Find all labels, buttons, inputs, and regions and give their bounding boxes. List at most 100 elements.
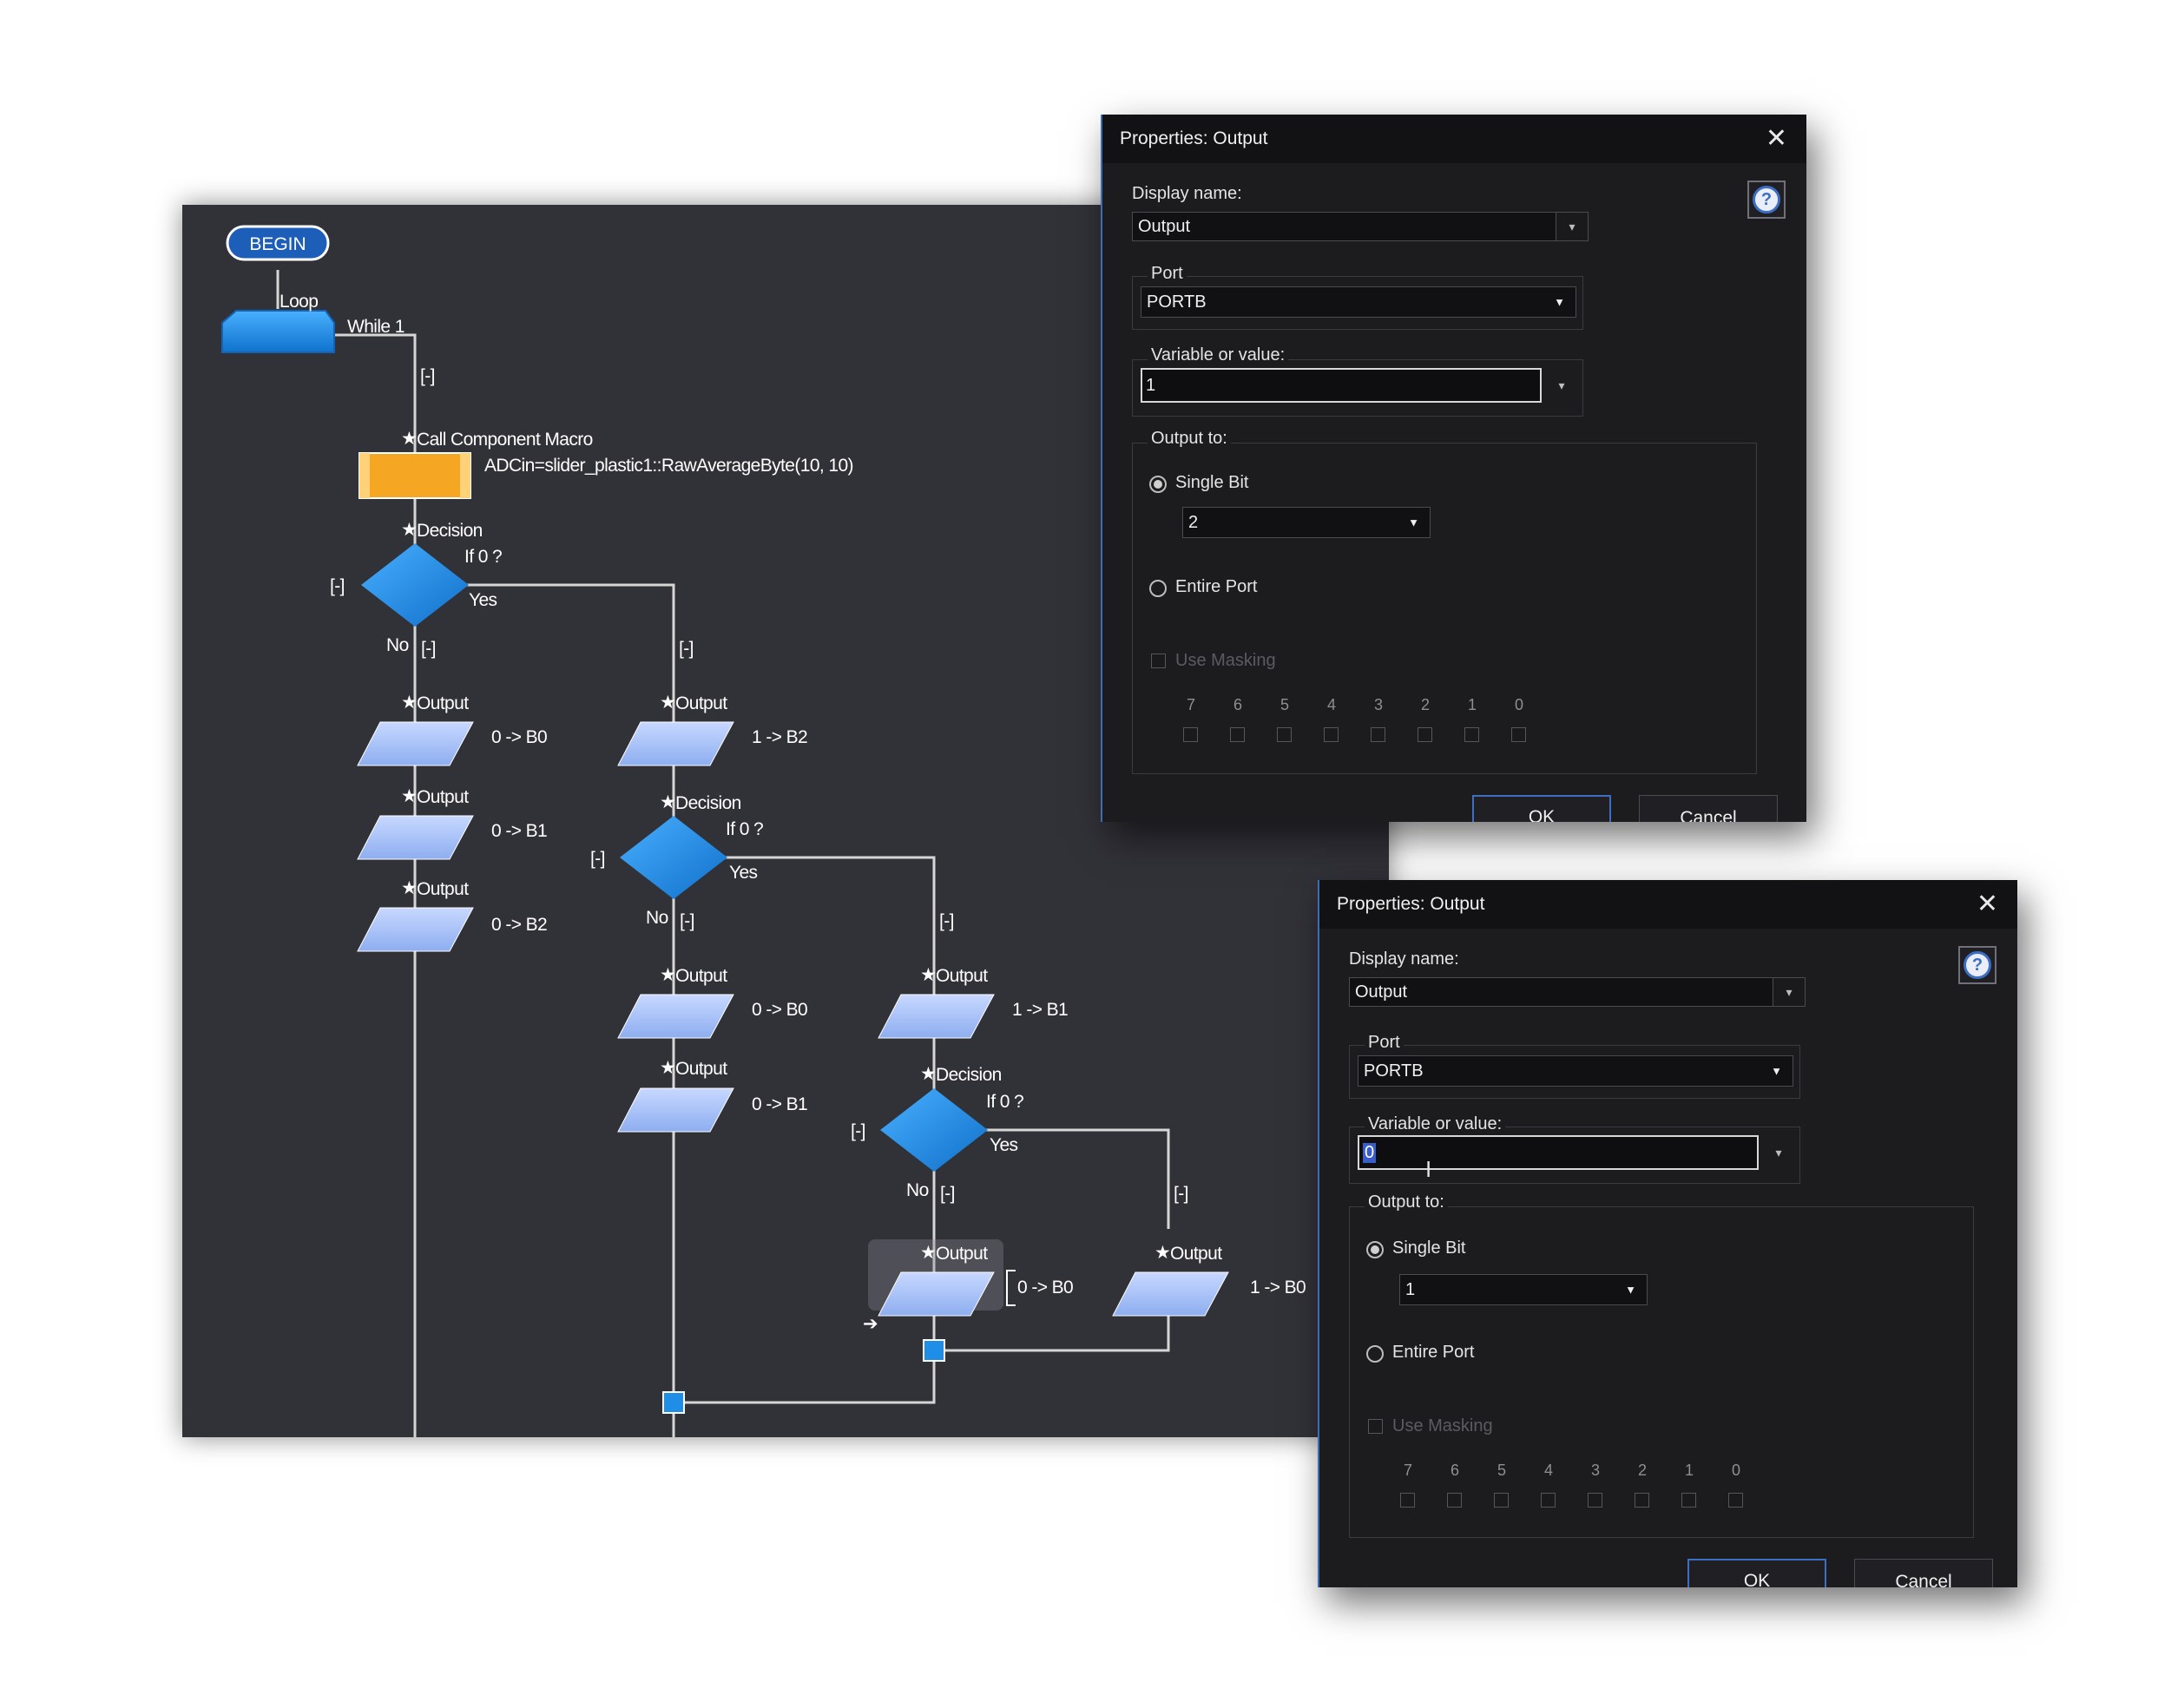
single-bit-select[interactable]: 2▼ — [1182, 507, 1431, 538]
single-bit-radio[interactable] — [1366, 1241, 1384, 1258]
use-masking-label: Use Masking — [1392, 1416, 1493, 1435]
decision3-collapse[interactable]: [-] — [851, 1121, 865, 1141]
text-cursor-icon: I — [1425, 1156, 1432, 1182]
output-c1-3[interactable]: ★ Output 0 -> B2 — [357, 878, 548, 952]
decision3-yes: Yes — [990, 1135, 1018, 1155]
decision3-yes-collapse[interactable]: [-] — [1174, 1184, 1188, 1204]
bit-label: 0 — [1731, 1462, 1740, 1479]
output-c2-2[interactable]: ★ Output 0 -> B0 — [617, 965, 808, 1039]
single-bit-select[interactable]: 1▼ — [1399, 1274, 1648, 1305]
decision2-yes: Yes — [729, 863, 758, 883]
collapse-toggle[interactable]: [-] — [420, 366, 435, 386]
entire-port-label: Entire Port — [1392, 1343, 1475, 1362]
port-value: PORTB — [1147, 292, 1207, 312]
display-name-label: Display name: — [1349, 949, 1459, 969]
dialog2-title: Properties: Output — [1337, 894, 1485, 914]
decision1-no-collapse[interactable]: [-] — [421, 639, 436, 659]
bit-checkbox[interactable] — [1371, 727, 1385, 742]
display-name-dropdown[interactable]: ▾ — [1773, 977, 1806, 1007]
svg-text:0 -> B1: 0 -> B1 — [491, 821, 547, 841]
output-c2-3[interactable]: ★ Output 0 -> B1 — [617, 1058, 808, 1133]
port-select[interactable]: PORTB▼ — [1358, 1055, 1793, 1087]
bit-checkbox[interactable] — [1728, 1493, 1743, 1508]
use-masking-checkbox[interactable] — [1368, 1419, 1383, 1434]
decision2-shape[interactable] — [620, 816, 727, 899]
variable-dropdown[interactable]: ▾ — [1762, 1135, 1795, 1170]
svg-text:Output: Output — [417, 879, 469, 899]
entire-port-radio[interactable] — [1149, 580, 1167, 597]
svg-text:Output: Output — [675, 1059, 727, 1079]
macro-shape[interactable] — [359, 452, 471, 499]
bit-checkbox[interactable] — [1400, 1493, 1415, 1508]
variable-input[interactable]: 0 — [1358, 1135, 1759, 1170]
output-c3-1[interactable]: ★ Output 1 -> B1 — [878, 965, 1069, 1039]
cancel-button[interactable]: Cancel — [1639, 795, 1778, 822]
output-c3-2[interactable]: ★ Output 0 -> B0 — [878, 1243, 1074, 1317]
help-button[interactable]: ? — [1958, 946, 1997, 984]
bit-checkbox[interactable] — [1183, 727, 1198, 742]
bit-checkbox[interactable] — [1418, 727, 1432, 742]
decision1-shape[interactable] — [361, 543, 469, 627]
bit-checkbox[interactable] — [1588, 1493, 1602, 1508]
port-select[interactable]: PORTB ▼ — [1141, 286, 1576, 318]
help-button[interactable]: ? — [1747, 181, 1786, 219]
cancel-button[interactable]: Cancel — [1854, 1559, 1993, 1587]
loop-shape[interactable] — [221, 310, 335, 353]
ok-button[interactable]: OK — [1687, 1559, 1826, 1587]
bit-checkbox[interactable] — [1230, 727, 1245, 742]
display-name-input[interactable]: Output — [1349, 977, 1774, 1007]
dialog1-titlebar[interactable]: Properties: Output — [1102, 115, 1806, 163]
decision2-no-collapse[interactable]: [-] — [680, 911, 694, 931]
output-c2-1[interactable]: ★ Output 1 -> B2 — [617, 693, 808, 766]
ok-button[interactable]: OK — [1472, 795, 1611, 822]
decision2-yes-collapse[interactable]: [-] — [939, 911, 954, 931]
svg-text:★: ★ — [660, 1058, 675, 1078]
svg-text:★: ★ — [660, 693, 675, 713]
help-icon: ? — [1964, 951, 1991, 979]
display-name-input[interactable]: Output — [1132, 212, 1557, 241]
bit-label: 6 — [1450, 1462, 1459, 1479]
begin-terminal[interactable] — [226, 225, 330, 261]
bit-label: 2 — [1420, 696, 1430, 713]
bit-label: 1 — [1684, 1462, 1694, 1479]
decision2-collapse[interactable]: [-] — [590, 849, 605, 869]
use-masking-checkbox[interactable] — [1151, 654, 1166, 668]
output-c1-2[interactable]: ★ Output 0 -> B1 — [357, 786, 548, 860]
dropdown-arrow-icon: ▼ — [1554, 295, 1565, 309]
variable-dropdown[interactable]: ▾ — [1545, 368, 1578, 403]
bit-checkbox[interactable] — [1494, 1493, 1509, 1508]
bit-checkbox[interactable] — [1447, 1493, 1462, 1508]
dialog2-titlebar[interactable]: Properties: Output — [1319, 880, 2017, 929]
decision3-shape[interactable] — [880, 1088, 988, 1172]
decision1-title: Decision — [417, 521, 483, 541]
svg-text:1 -> B2: 1 -> B2 — [752, 727, 807, 747]
decision3-no-collapse[interactable]: [-] — [940, 1184, 955, 1204]
svg-text:Output: Output — [675, 693, 727, 713]
close-icon[interactable]: ✕ — [1765, 124, 1787, 153]
output-c1-1[interactable]: ★ Output 0 -> B0 — [357, 693, 548, 766]
bit-checkbox[interactable] — [1324, 727, 1339, 742]
decision1-collapse[interactable]: [-] — [330, 576, 345, 596]
close-icon[interactable]: ✕ — [1976, 890, 1998, 918]
svg-text:★: ★ — [401, 786, 417, 806]
output-c4-1[interactable]: ★ Output 1 -> B0 — [1112, 1243, 1306, 1317]
entire-port-radio[interactable] — [1366, 1345, 1384, 1363]
bit-checkbox[interactable] — [1681, 1493, 1696, 1508]
display-name-dropdown[interactable]: ▾ — [1556, 212, 1589, 241]
dropdown-arrow-icon: ▼ — [1408, 516, 1419, 529]
single-bit-radio[interactable] — [1149, 476, 1167, 493]
bit-checkbox[interactable] — [1541, 1493, 1556, 1508]
bit-label: 4 — [1326, 696, 1336, 713]
macro-title: Call Component Macro — [417, 430, 593, 450]
decision1-yes-collapse[interactable]: [-] — [679, 639, 694, 659]
variable-input[interactable]: 1 — [1141, 368, 1542, 403]
svg-text:★: ★ — [920, 1243, 936, 1263]
bit-checkbox[interactable] — [1464, 727, 1479, 742]
svg-text:★: ★ — [1154, 1243, 1170, 1263]
bit-checkbox[interactable] — [1511, 727, 1526, 742]
bit-checkbox[interactable] — [1635, 1493, 1649, 1508]
port-label: Port — [1148, 264, 1187, 284]
bit-checkbox[interactable] — [1277, 727, 1292, 742]
bit-label: 6 — [1233, 696, 1242, 713]
decision1-cond: If 0 ? — [464, 547, 502, 567]
